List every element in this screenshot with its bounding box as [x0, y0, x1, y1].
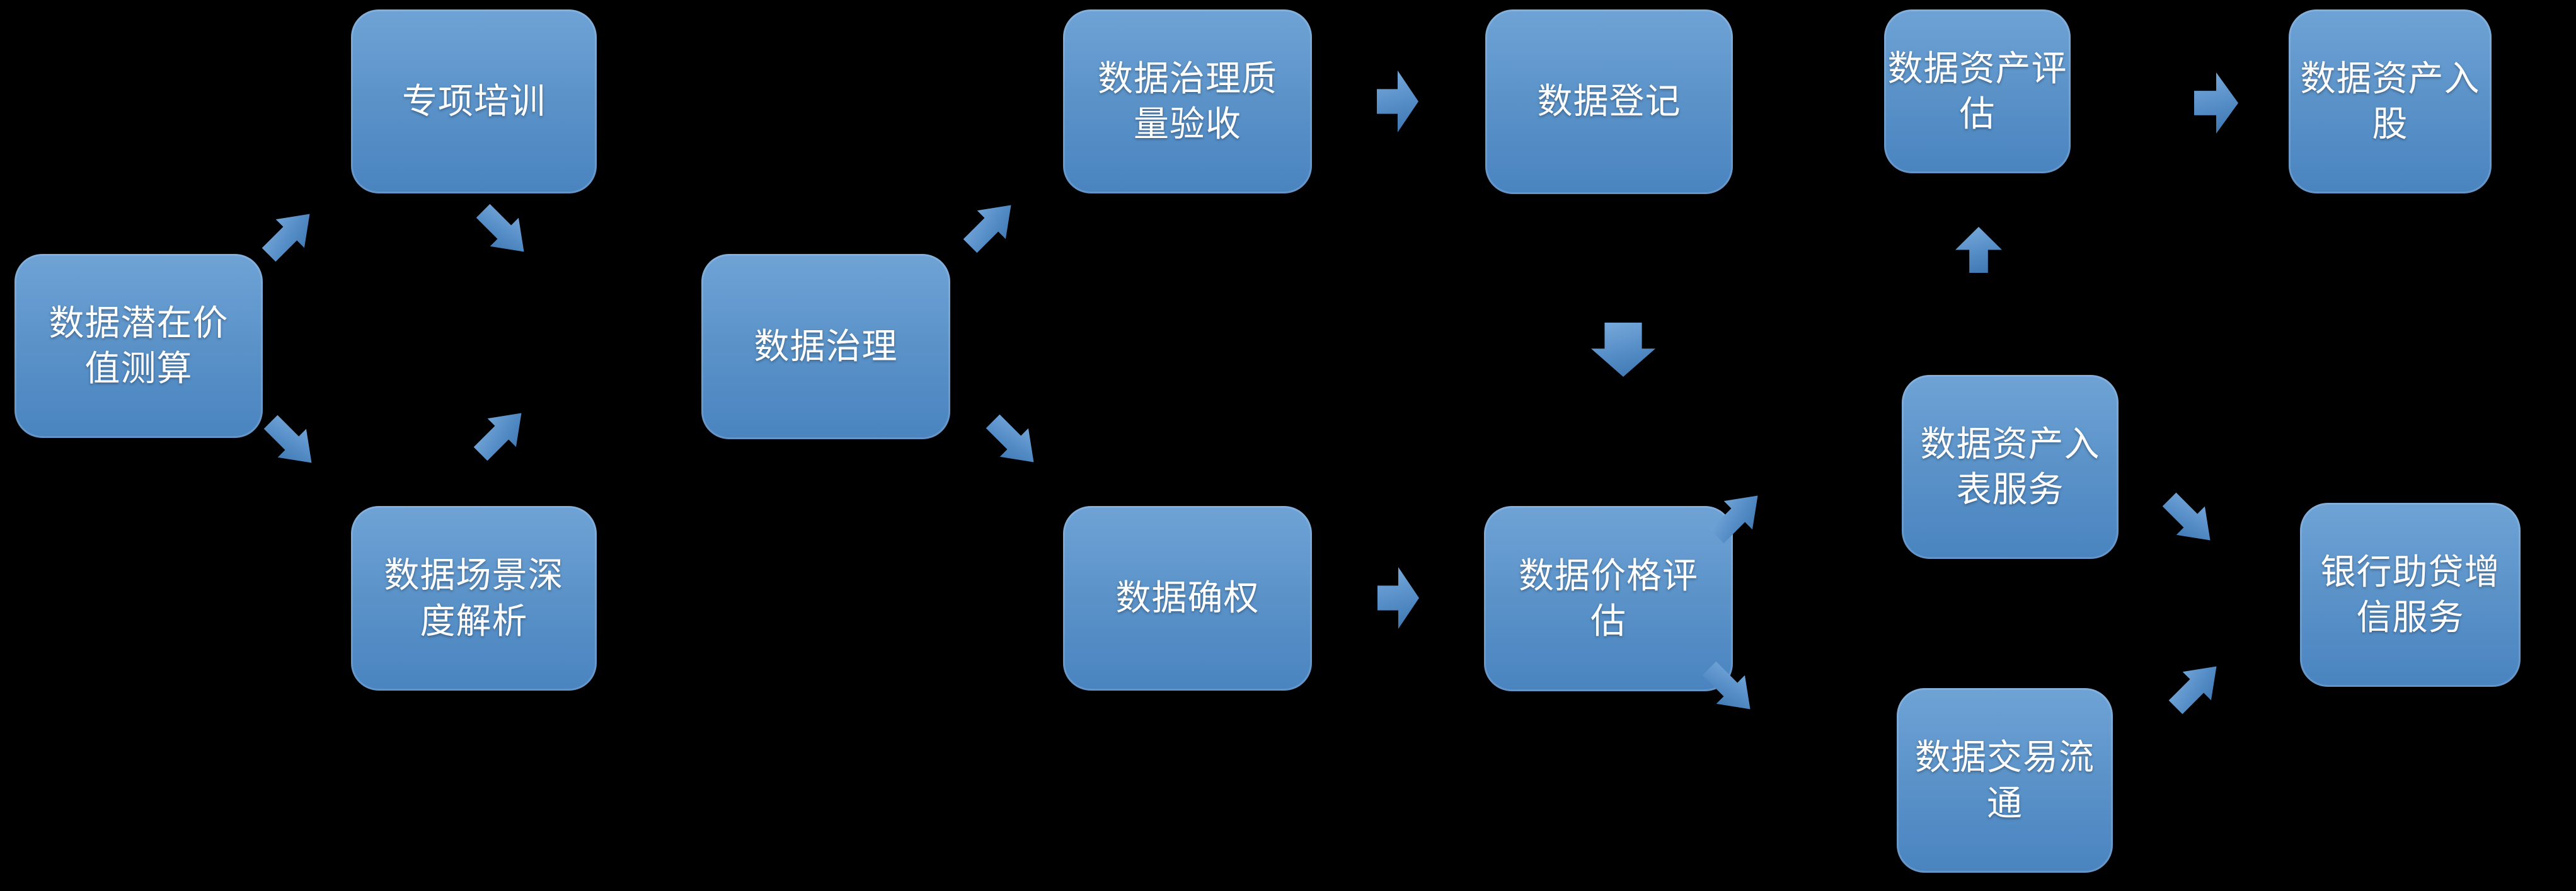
arrow-balance-sheet-to-asset-evaluation-icon: [1955, 227, 2002, 273]
node-potential-value: 数据潜在价 值测算: [14, 254, 263, 438]
arrow-potential-value-to-scenario-analysis-icon: [256, 408, 326, 477]
node-label: 数据潜在价 值测算: [49, 302, 229, 388]
node-label: 数据资产评 估: [1887, 48, 2067, 134]
node-label: 数据价格评 估: [1519, 555, 1698, 641]
node-data-trading-circulation: 数据交易流 通: [1897, 688, 2113, 873]
node-bank-loan-credit-service: 银行助贷增 信服务: [2300, 503, 2521, 687]
node-label: 数据场景深 度解析: [384, 555, 564, 641]
arrow-rights-confirmation-to-price-evaluation-icon: [1377, 567, 1419, 629]
node-special-training: 专项培训: [351, 9, 597, 193]
arrow-data-governance-to-rights-confirmation-icon: [979, 407, 1048, 476]
node-label: 数据资产入 股: [2300, 58, 2480, 144]
node-label: 专项培训: [402, 81, 546, 121]
arrow-registration-to-price-evaluation-icon: [1591, 323, 1655, 377]
arrow-data-governance-to-quality-acceptance-icon: [956, 191, 1025, 260]
node-label: 数据治理质 量验收: [1098, 58, 1277, 144]
arrow-data-trading-to-bank-loan-credit-icon: [2161, 652, 2231, 721]
node-asset-to-balance-sheet: 数据资产入 表服务: [1902, 375, 2119, 559]
arrow-quality-acceptance-to-registration-icon: [1377, 71, 1418, 132]
node-data-asset-evaluation: 数据资产评 估: [1884, 9, 2071, 173]
arrow-scenario-analysis-to-data-governance-icon: [466, 399, 536, 468]
node-governance-quality-acceptance: 数据治理质 量验收: [1063, 9, 1312, 193]
arrow-special-training-to-data-governance-icon: [469, 197, 538, 266]
arrow-potential-value-to-special-training-icon: [255, 200, 324, 269]
node-scenario-analysis: 数据场景深 度解析: [351, 506, 597, 691]
node-data-price-evaluation: 数据价格评 估: [1484, 506, 1733, 691]
node-data-governance: 数据治理: [701, 254, 950, 439]
node-data-registration: 数据登记: [1485, 9, 1733, 194]
node-asset-equity-investment: 数据资产入 股: [2289, 9, 2492, 193]
node-label: 数据交易流 通: [1915, 737, 2095, 823]
node-label: 数据资产入 表服务: [1920, 423, 2100, 509]
node-label: 银行助贷增 信服务: [2320, 551, 2500, 637]
arrow-balance-sheet-to-bank-loan-credit-icon: [2155, 485, 2224, 555]
arrow-asset-evaluation-to-equity-investment-icon: [2194, 72, 2238, 134]
node-label: 数据登记: [1537, 81, 1681, 122]
node-label: 数据确权: [1115, 578, 1260, 618]
node-data-rights-confirmation: 数据确权: [1063, 506, 1312, 691]
node-label: 数据治理: [754, 326, 898, 366]
